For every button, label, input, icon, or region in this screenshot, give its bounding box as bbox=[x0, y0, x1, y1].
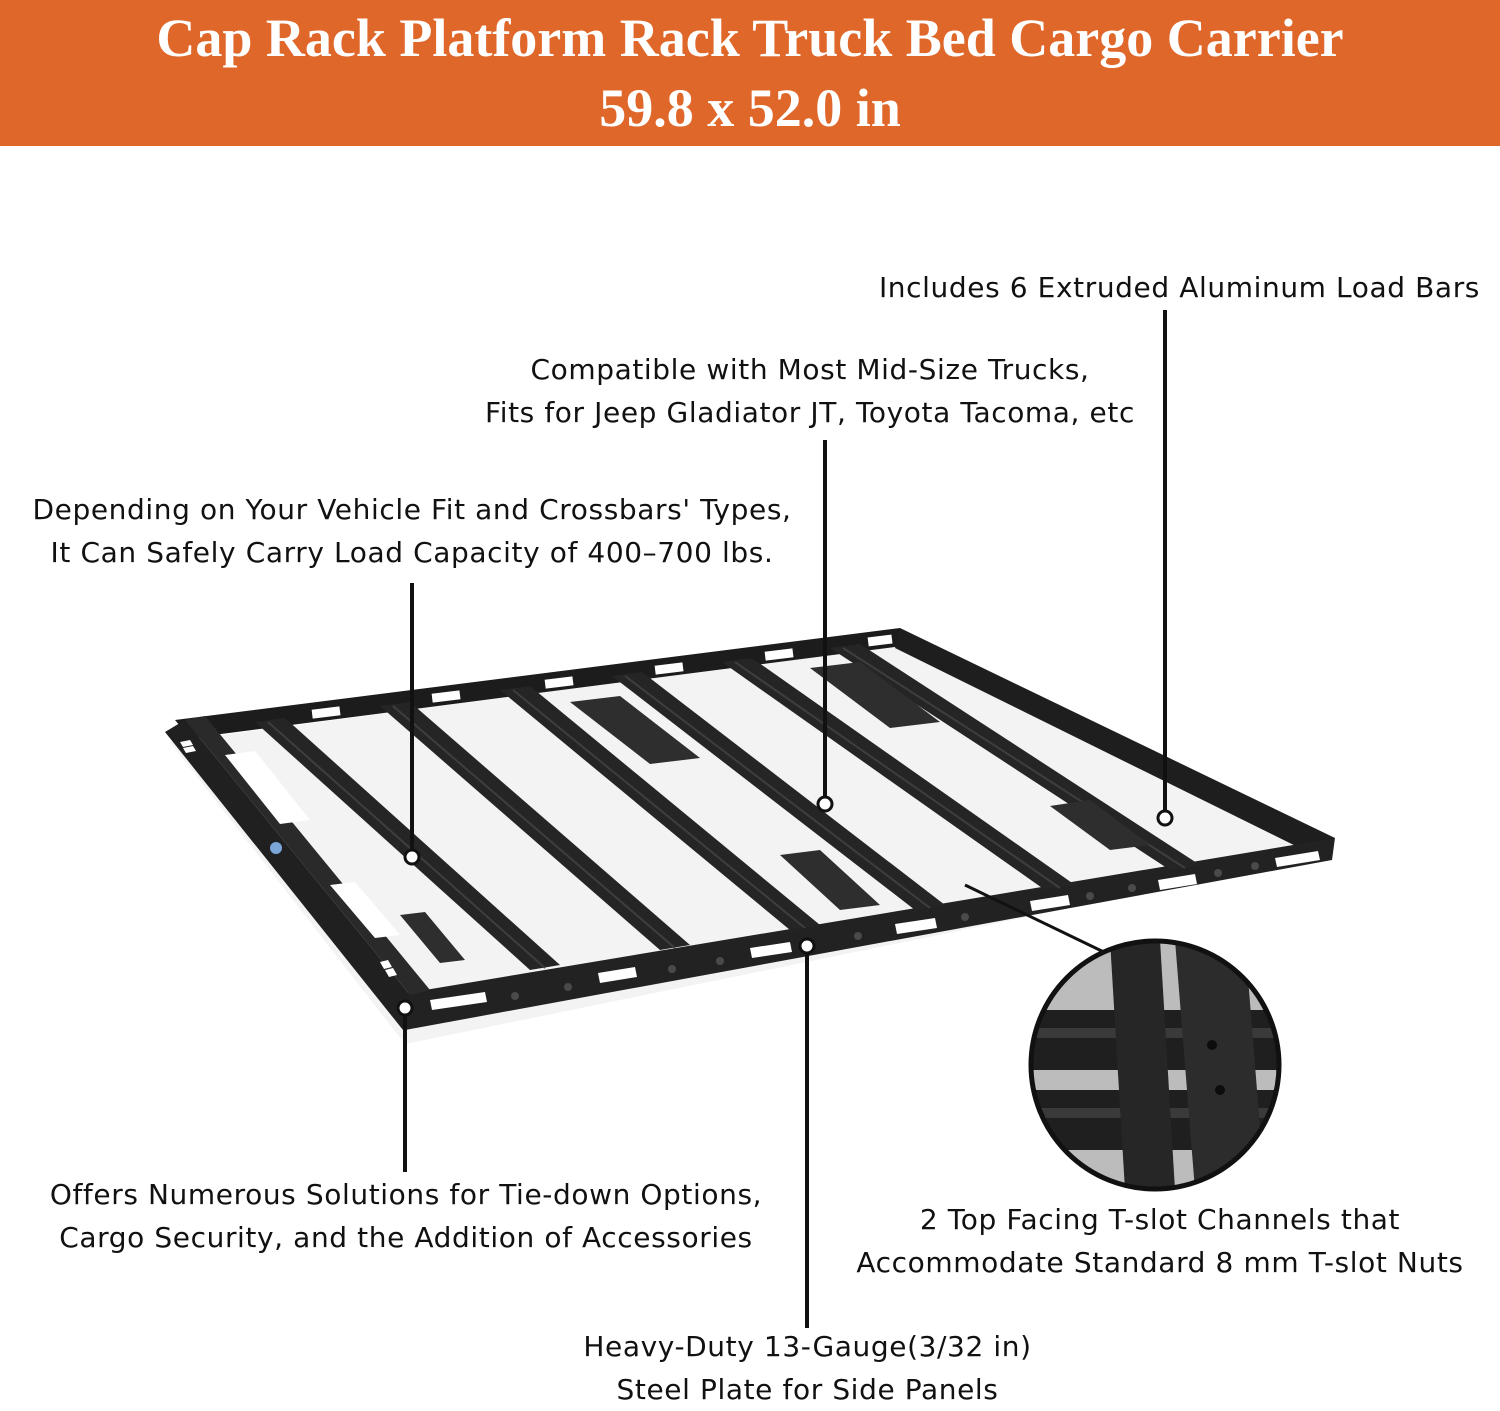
zoom-connector-line bbox=[964, 883, 1111, 957]
rack-back-rail bbox=[175, 628, 910, 738]
t-slot-detail-inset bbox=[1028, 938, 1282, 1192]
callout-steel-plate-line1: Heavy-Duty 13-Gauge(3/32 in) bbox=[583, 1330, 1032, 1363]
load-bars bbox=[255, 644, 1200, 970]
callout-compatibility: Compatible with Most Mid-Size Trucks, Fi… bbox=[455, 348, 1165, 434]
title-line-1: Cap Rack Platform Rack Truck Bed Cargo C… bbox=[156, 8, 1344, 68]
callout-load-bars-line1: Includes 6 Extruded Aluminum Load Bars bbox=[878, 271, 1480, 304]
callout-tie-down-line2: Cargo Security, and the Addition of Acce… bbox=[59, 1221, 753, 1254]
callout-tie-down: Offers Numerous Solutions for Tie-down O… bbox=[20, 1173, 792, 1259]
callout-steel-plate-line2: Steel Plate for Side Panels bbox=[616, 1373, 999, 1406]
rack-right-rail bbox=[895, 628, 1335, 858]
callout-t-slot: 2 Top Facing T-slot Channels that Accomm… bbox=[835, 1198, 1485, 1284]
callout-t-slot-line2: Accommodate Standard 8 mm T-slot Nuts bbox=[856, 1246, 1464, 1279]
callout-load-bars: Includes 6 Extruded Aluminum Load Bars bbox=[879, 266, 1480, 309]
callout-t-slot-line1: 2 Top Facing T-slot Channels that bbox=[919, 1203, 1401, 1236]
callout-load-capacity-line1: Depending on Your Vehicle Fit and Crossb… bbox=[32, 493, 792, 526]
callout-compatibility-line2: Fits for Jeep Gladiator JT, Toyota Tacom… bbox=[485, 396, 1135, 429]
leader-lines bbox=[403, 310, 1167, 1328]
callout-compatibility-line1: Compatible with Most Mid-Size Trucks, bbox=[530, 353, 1090, 386]
title-line-2: 59.8 x 52.0 in bbox=[599, 78, 901, 138]
cargo-rack bbox=[165, 628, 1335, 1044]
callout-tie-down-line1: Offers Numerous Solutions for Tie-down O… bbox=[49, 1178, 763, 1211]
callout-steel-plate: Heavy-Duty 13-Gauge(3/32 in) Steel Plate… bbox=[560, 1325, 1055, 1411]
callout-load-capacity-line2: It Can Safely Carry Load Capacity of 400… bbox=[50, 536, 774, 569]
leader-dots bbox=[396, 795, 1174, 1017]
title-banner: Cap Rack Platform Rack Truck Bed Cargo C… bbox=[0, 0, 1500, 146]
rack-left-side-panel bbox=[165, 720, 410, 1030]
rack-front-side-panel bbox=[395, 838, 1335, 1030]
callout-load-capacity: Depending on Your Vehicle Fit and Crossb… bbox=[6, 488, 818, 574]
